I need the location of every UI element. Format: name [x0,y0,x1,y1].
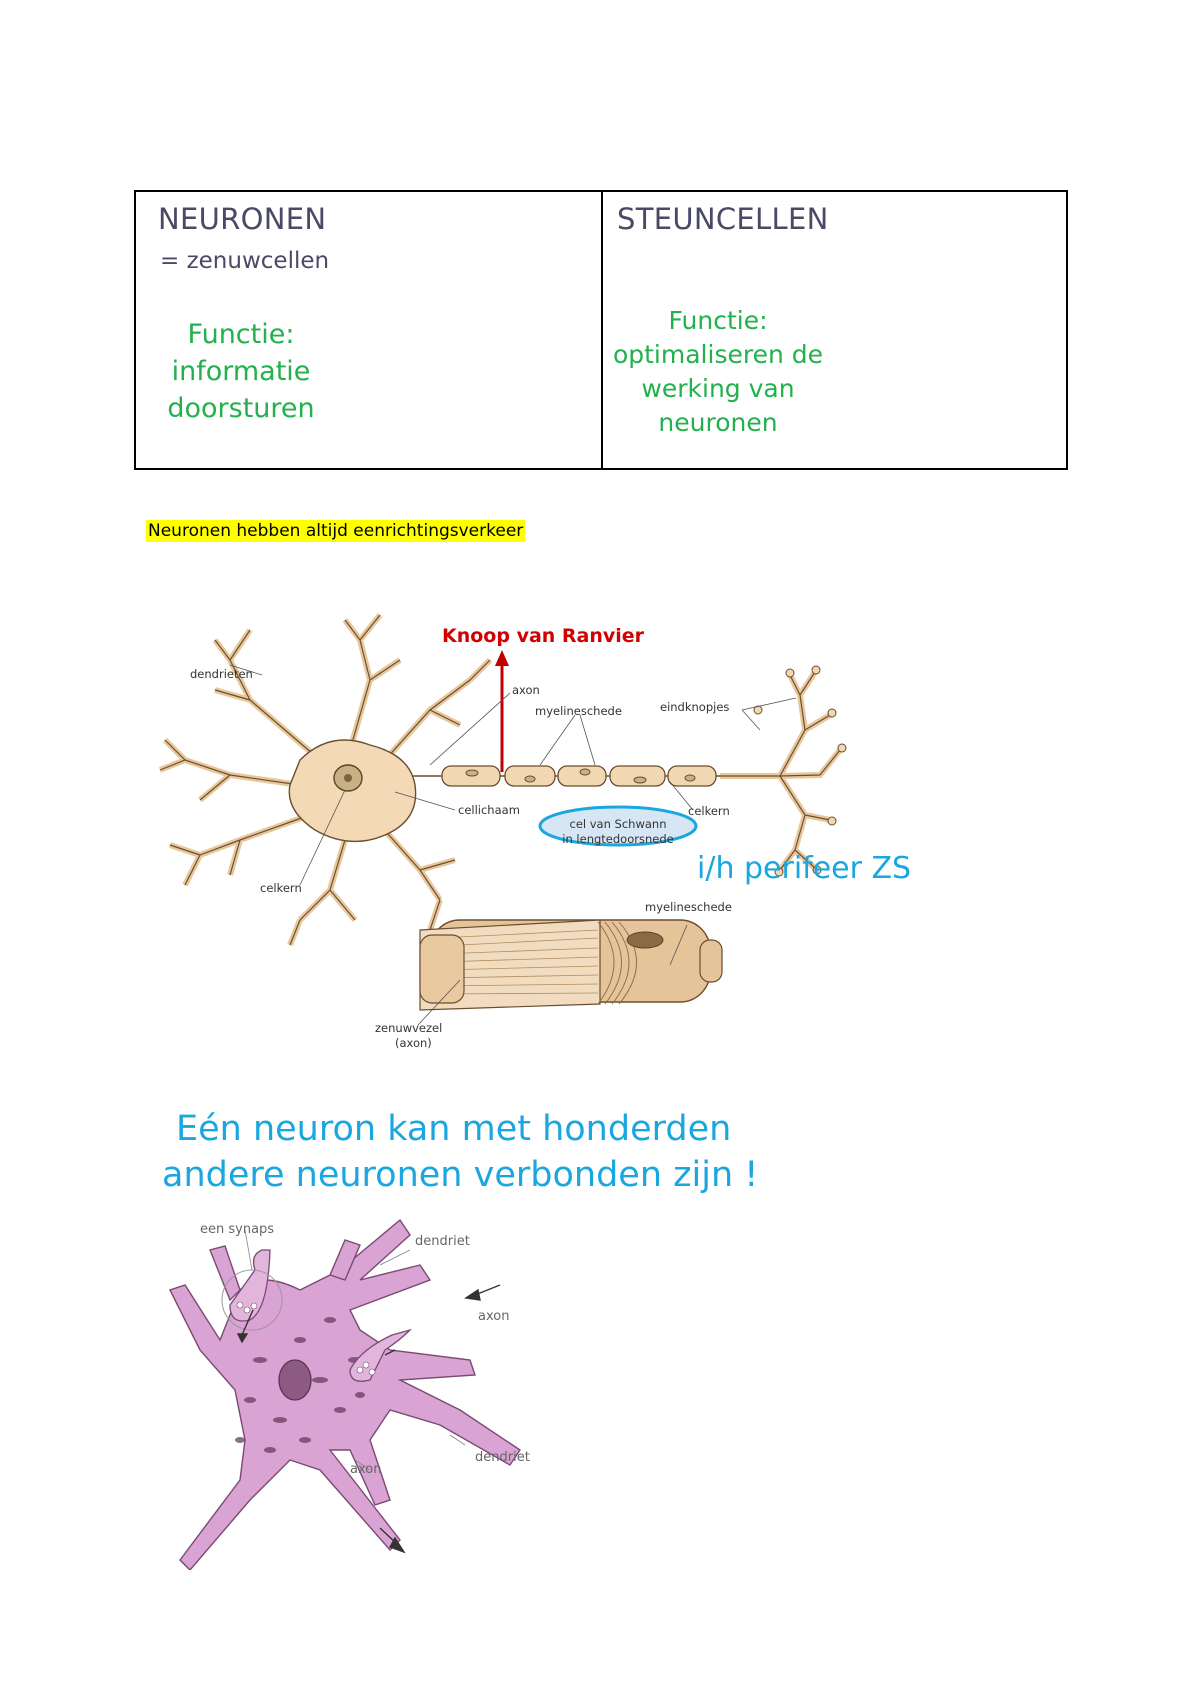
neuronen-function-line: Functie: [156,316,326,353]
pink-neuron [170,1220,520,1570]
label-terminals: eindknopjes [660,700,729,714]
label-nucleus-left: celkern [260,881,302,895]
connection-line1: Eén neuron kan met honderden [162,1106,758,1152]
steuncellen-function-line: Functie: [608,304,828,338]
steuncellen-function-line: neuronen [608,406,828,440]
synapse-diagram: een synaps dendriet axon dendriet axon [0,1210,700,1570]
connection-text: Eén neuron kan met honderden andere neur… [162,1106,758,1198]
label-cell-body: cellichaam [458,803,520,817]
neuron-diagram: Knoop van Ranvier dendrieten axon myelin… [0,600,1200,1080]
label-axon-right: axon [478,1309,509,1324]
label-synapse: een synaps [200,1222,274,1237]
label-schwann: cel van Schwann [570,817,667,831]
steuncellen-function-line: werking van [608,372,828,406]
neuron-steuncel-table: NEURONEN = zenuwcellen Functie: informat… [134,190,1068,470]
label-longitudinal: in lengtedoorsnede [562,832,673,846]
connection-line2: andere neuronen verbonden zijn ! [162,1152,758,1198]
neuronen-function-line: informatie [156,353,326,390]
highlight-note: Neuronen hebben altijd eenrichtingsverke… [146,520,525,542]
pink-nucleus [279,1360,311,1400]
pns-note: i/h perifeer ZS [697,851,911,886]
label-nucleus-right: celkern [688,804,730,818]
myelin-closeup [420,920,722,1010]
label-myelin: myelineschede [535,704,622,718]
dendrite-branches [160,615,490,945]
label-dendrites: dendrieten [190,667,253,681]
label-dendrite-bottom: dendriet [475,1450,530,1465]
ranvier-title: Knoop van Ranvier [442,625,645,647]
steuncellen-function-line: optimaliseren de [608,338,828,372]
neuronen-title: NEURONEN [158,202,326,236]
label-fiber-line2: (axon) [395,1036,432,1050]
steuncellen-function: Functie: optimaliseren de werking van ne… [608,304,828,440]
neuronen-function-line: doorsturen [156,390,326,427]
nucleolus [344,774,352,782]
label-closeup-myelin: myelineschede [645,900,732,914]
neuronen-subtitle: = zenuwcellen [160,248,329,274]
label-dendrite-top: dendriet [415,1234,470,1249]
table-divider [601,192,603,468]
label-axon-bottom: axon [350,1462,381,1477]
steuncellen-title: STEUNCELLEN [617,202,829,236]
label-fiber-line1: zenuwvezel [375,1021,442,1035]
neuronen-function: Functie: informatie doorsturen [156,316,326,427]
label-axon: axon [512,683,540,697]
ranvier-arrow-head [495,650,509,666]
